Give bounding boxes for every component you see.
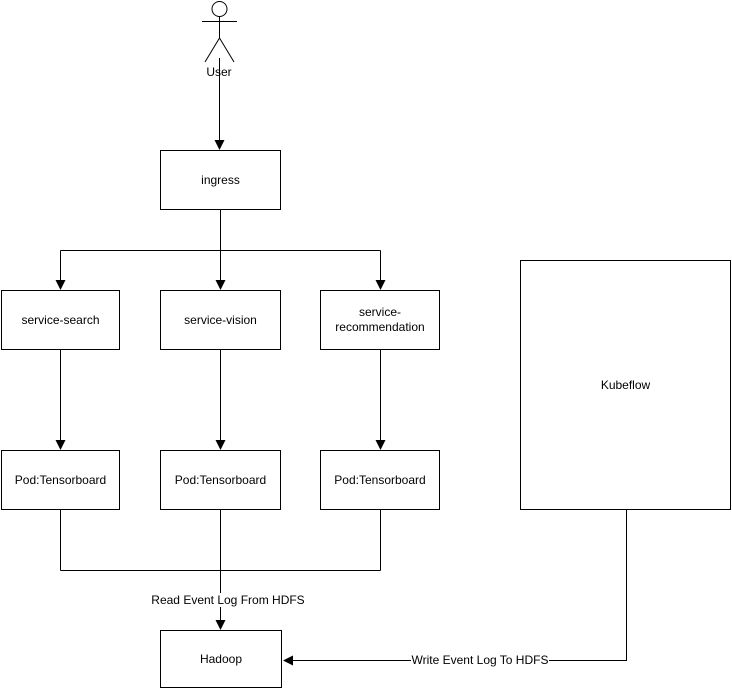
user-actor-icon	[202, 1, 237, 63]
node-service-search-label: service-search	[21, 312, 100, 327]
node-pod-tensorboard-vision: Pod:Tensorboard	[160, 450, 281, 510]
node-pod-tensorboard-search-label: Pod:Tensorboard	[14, 472, 107, 487]
node-service-vision-label: service-vision	[184, 312, 257, 327]
actor-left-leg	[204, 37, 220, 63]
node-ingress: ingress	[160, 150, 281, 210]
node-ingress-label: ingress	[201, 172, 240, 187]
node-service-recommendation: service-recommendation	[320, 290, 440, 350]
node-pod-tensorboard-search: Pod:Tensorboard	[1, 450, 120, 510]
node-service-recommendation-label: service-recommendation	[335, 305, 425, 334]
node-service-search: service-search	[1, 290, 120, 350]
actor-head	[211, 1, 228, 17]
node-pod-tensorboard-vision-label: Pod:Tensorboard	[174, 472, 267, 487]
actor-right-leg	[219, 37, 235, 63]
node-pod-tensorboard-recommendation-label: Pod:Tensorboard	[334, 472, 426, 487]
node-pod-tensorboard-recommendation: Pod:Tensorboard	[320, 450, 440, 510]
node-kubeflow: Kubeflow	[520, 260, 731, 510]
edge-kubeflow-to-hadoop	[283, 510, 627, 666]
node-hadoop: Hadoop	[160, 630, 282, 688]
node-hadoop-label: Hadoop	[199, 651, 243, 666]
node-service-vision: service-vision	[160, 290, 281, 350]
node-kubeflow-label: Kubeflow	[600, 377, 651, 392]
